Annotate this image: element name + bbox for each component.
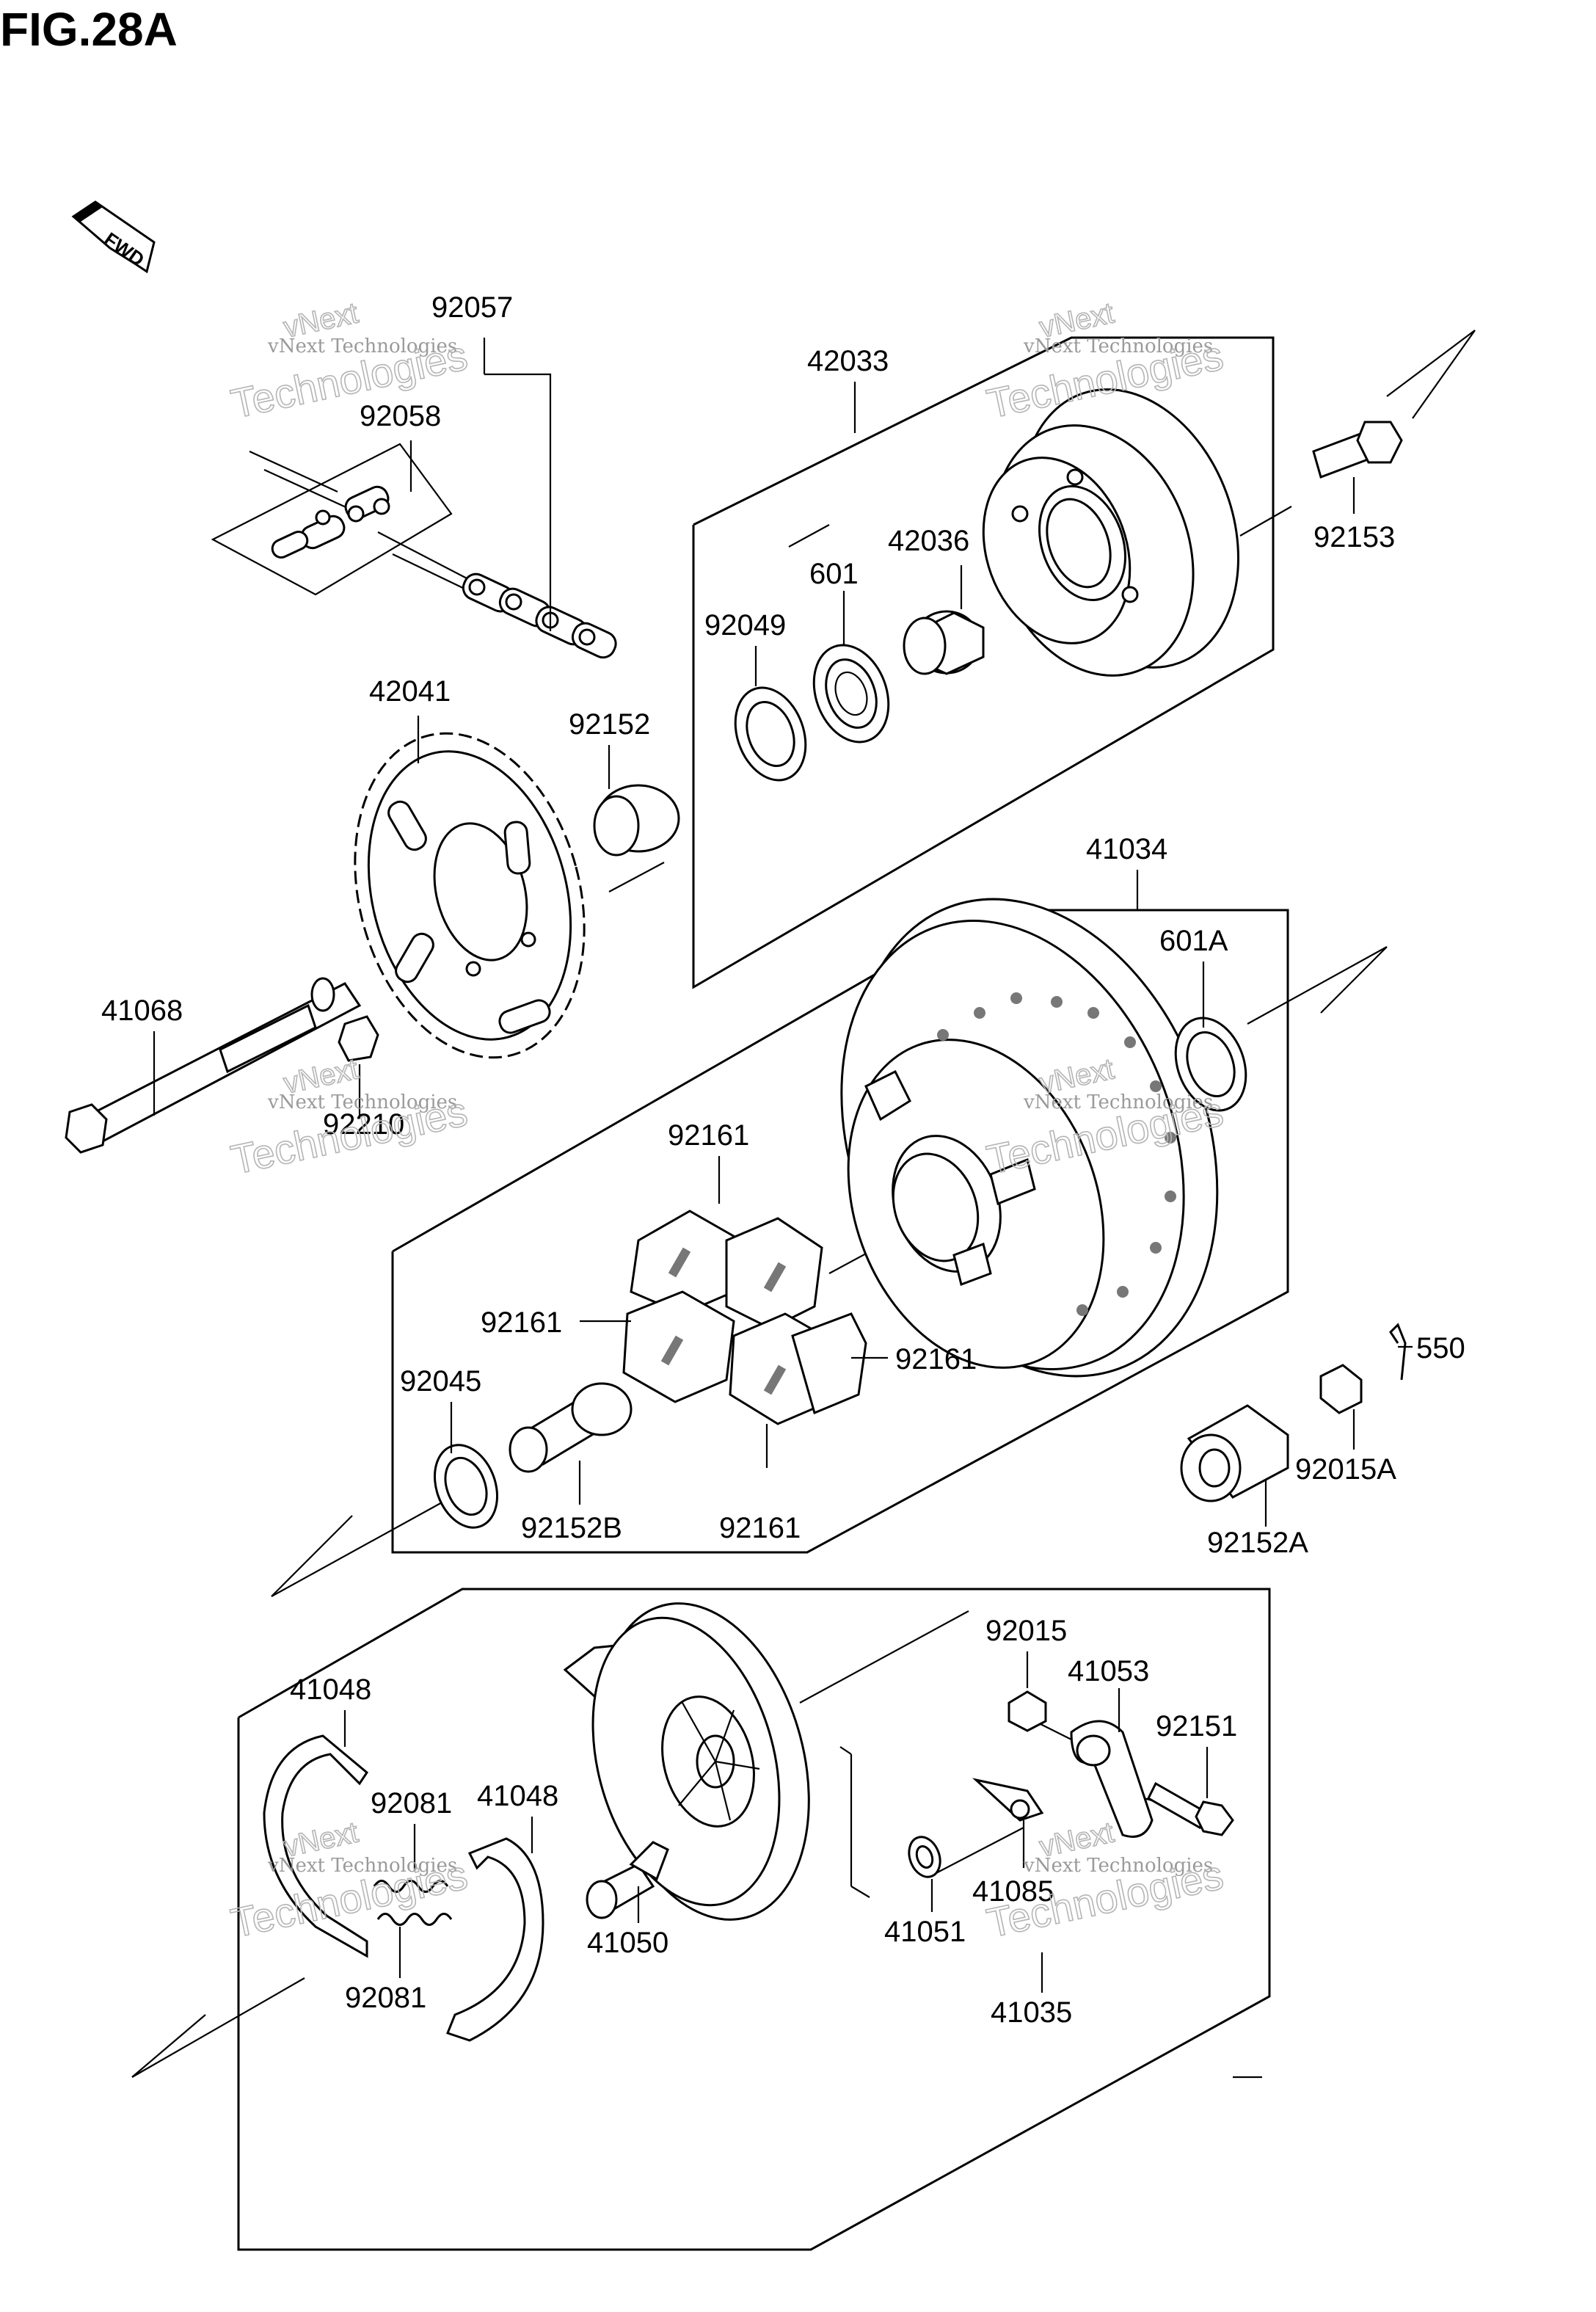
brake-lever	[1070, 1720, 1154, 1838]
part-label: 92161	[719, 1512, 801, 1544]
nut-92015A	[1319, 1364, 1363, 1414]
part-label: 42033	[807, 345, 889, 377]
bearing-601A	[1174, 1017, 1247, 1112]
part-label: 41035	[991, 1996, 1072, 2029]
part-label: 92161	[895, 1343, 977, 1375]
part-label: 92081	[345, 1982, 426, 2014]
bearing-92045	[433, 1444, 499, 1529]
part-label: 41034	[1086, 833, 1167, 865]
svg-text:vNext Technologies: vNext Technologies	[267, 335, 457, 357]
hub-dampers	[622, 1210, 867, 1425]
brake-panel	[563, 1602, 810, 1921]
part-labels: 92057 92058 42033 92153 42036 601 92049 …	[101, 291, 1465, 2029]
lever-bolt	[1147, 1781, 1234, 1836]
part-label: 550	[1416, 1332, 1465, 1364]
part-label: 41051	[884, 1916, 966, 1948]
collar-92152	[593, 784, 680, 857]
fwd-arrow-icon: FWD	[71, 200, 156, 274]
collar-92152A	[1180, 1404, 1289, 1502]
hub-collar	[903, 610, 985, 675]
part-label: 42036	[888, 525, 969, 557]
part-label: 92058	[360, 400, 441, 432]
sprocket-hub	[982, 388, 1239, 677]
figure-title: FIG.28A	[0, 3, 178, 56]
part-label: 92152	[569, 708, 650, 741]
brake-shoe-right	[446, 1837, 544, 2042]
part-label: 601	[809, 558, 859, 590]
seal-41051	[908, 1836, 941, 1878]
frame-brake-group	[237, 1588, 1271, 2251]
part-label: 92015	[985, 1615, 1067, 1647]
rear-axle	[65, 977, 362, 1154]
part-label: 92151	[1156, 1710, 1237, 1742]
wear-indicator	[972, 1778, 1044, 1822]
part-label: 92161	[481, 1306, 562, 1339]
axle-nut	[338, 1015, 379, 1062]
part-label: 92045	[400, 1365, 481, 1397]
part-label: 92152B	[521, 1512, 622, 1544]
part-label: 92152A	[1207, 1527, 1308, 1559]
leader-lines	[153, 338, 1413, 1993]
svg-text:vNext Technologies: vNext Technologies	[1023, 1091, 1213, 1113]
hub-bolt	[1312, 421, 1403, 479]
part-label: 41048	[477, 1780, 558, 1812]
part-label: 601A	[1159, 925, 1228, 957]
wheel-hub-drum	[840, 898, 1219, 1378]
rear-sprocket	[354, 732, 586, 1059]
part-label: 41053	[1068, 1655, 1149, 1687]
part-label: 41050	[587, 1927, 668, 1959]
svg-text:vNext Technologies: vNext Technologies	[267, 1855, 457, 1877]
part-label: 92049	[704, 609, 786, 641]
part-label: 92153	[1313, 521, 1395, 553]
part-label: 92161	[668, 1119, 749, 1152]
oil-seal-92049	[734, 686, 807, 782]
brake-shoe-left	[263, 1734, 368, 1958]
part-label: 41085	[972, 1875, 1054, 1908]
brake-camshaft	[586, 1841, 669, 1919]
nut-92015	[1007, 1690, 1047, 1732]
part-label: 92081	[371, 1787, 452, 1820]
axle-centerlines	[131, 330, 1476, 2079]
svg-text:vNext Technologies: vNext Technologies	[1023, 335, 1213, 357]
bearing-601	[812, 644, 890, 744]
collar-92152B	[509, 1382, 633, 1473]
svg-text:vNext Technologies: vNext Technologies	[1023, 1855, 1213, 1877]
part-label: 42041	[369, 675, 451, 708]
part-label: 41048	[290, 1673, 371, 1706]
brake-springs	[373, 1880, 453, 1926]
part-label: 92210	[323, 1108, 404, 1141]
part-label: 92057	[431, 291, 513, 324]
frame-hub-group	[692, 336, 1275, 989]
part-label: 41068	[101, 995, 183, 1027]
part-label: 92015A	[1295, 1453, 1396, 1486]
drive-chain	[211, 443, 617, 659]
cotter-pin	[1389, 1323, 1407, 1381]
svg-text:vNext Technologies: vNext Technologies	[267, 1091, 457, 1113]
